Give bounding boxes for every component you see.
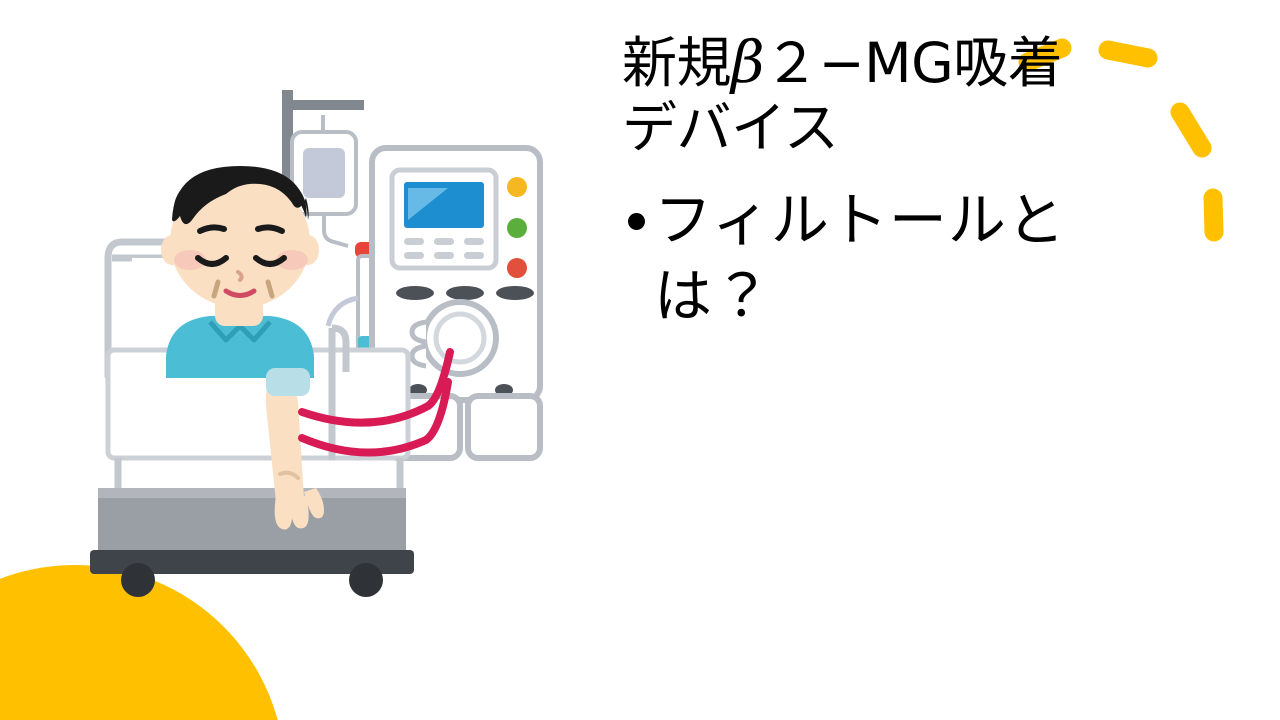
- patient-hand: [274, 488, 324, 530]
- list-item: フィルトールとは？: [622, 183, 1222, 334]
- bullet-text: フィルトールとは？: [654, 186, 1066, 330]
- bed-caster-left: [121, 563, 155, 597]
- page-title: 新規β２−MG吸着デバイス: [622, 28, 1222, 161]
- patient-head: [170, 176, 310, 308]
- title-prefix: 新規: [622, 31, 732, 95]
- led-yellow: [507, 177, 527, 197]
- blood-tube-venous: [298, 378, 452, 457]
- dialysis-machine: [369, 145, 543, 461]
- bed-base: [98, 488, 406, 550]
- bed-base-plinth: [90, 550, 414, 574]
- led-green: [507, 218, 527, 238]
- led-red: [507, 258, 527, 278]
- blood-tube-arterial: [298, 348, 454, 427]
- blood-tubes: [298, 348, 454, 457]
- patient-sleeve-cuff: [266, 368, 310, 396]
- text-content-column: 新規β２−MG吸着デバイス フィルトールとは？: [622, 28, 1222, 334]
- title-beta-symbol: β: [731, 28, 765, 96]
- bed-caster-right: [349, 563, 383, 597]
- bullet-list: フィルトールとは？: [622, 183, 1222, 334]
- title-line-2: デバイス: [622, 96, 839, 161]
- iv-bag: [290, 115, 358, 248]
- machine-control-bars: [396, 286, 534, 300]
- iv-pole: [282, 90, 364, 210]
- blood-pump: [409, 299, 499, 377]
- patient-arm: [265, 378, 305, 515]
- status-leds: [507, 177, 527, 278]
- title-suffix: ２−MG吸着: [764, 31, 1063, 95]
- machine-drawer-right: [465, 393, 543, 461]
- hemodialysis-illustration: [90, 90, 543, 597]
- machine-keypad: [404, 238, 484, 259]
- bullet-dot-icon: [628, 213, 645, 231]
- patient: [161, 166, 324, 530]
- patient-gown: [166, 316, 314, 378]
